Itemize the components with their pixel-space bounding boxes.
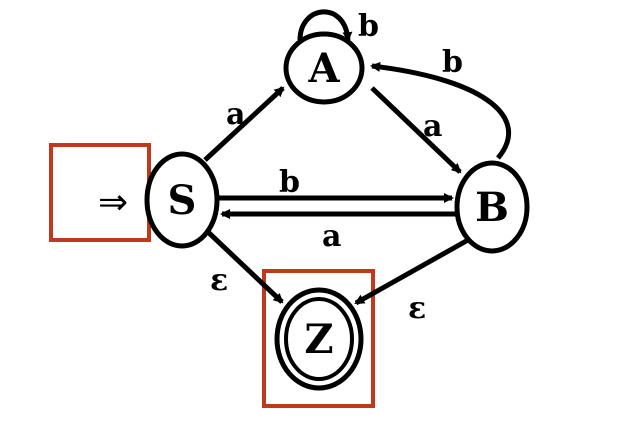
- state-S-label: S: [168, 177, 197, 224]
- state-A-label: A: [307, 45, 340, 92]
- label-A-A: b: [358, 9, 379, 44]
- label-S-B: b: [279, 165, 300, 200]
- edge-B-Z: [354, 237, 470, 306]
- edge-A-A: [297, 9, 353, 42]
- label-S-A: a: [226, 97, 245, 132]
- label-B-S: a: [322, 219, 341, 254]
- state-A: A: [283, 31, 365, 105]
- label-B-Z: ε: [408, 291, 426, 326]
- start-arrow-icon: ⇒: [98, 182, 128, 223]
- state-Z: Z: [274, 287, 364, 391]
- label-B-A: b: [442, 45, 463, 80]
- label-A-B: a: [423, 109, 442, 144]
- state-B-label: B: [475, 184, 509, 231]
- edge-S-A: [203, 86, 285, 162]
- edge-B-A: [370, 61, 511, 160]
- state-Z-label: Z: [304, 316, 333, 363]
- edge-A-B: [370, 86, 462, 174]
- label-S-Z: ε: [210, 263, 228, 298]
- edge-S-Z: [206, 230, 284, 304]
- state-B: B: [454, 160, 530, 254]
- accept-highlight-box: [262, 269, 375, 408]
- state-S: S: [144, 151, 220, 249]
